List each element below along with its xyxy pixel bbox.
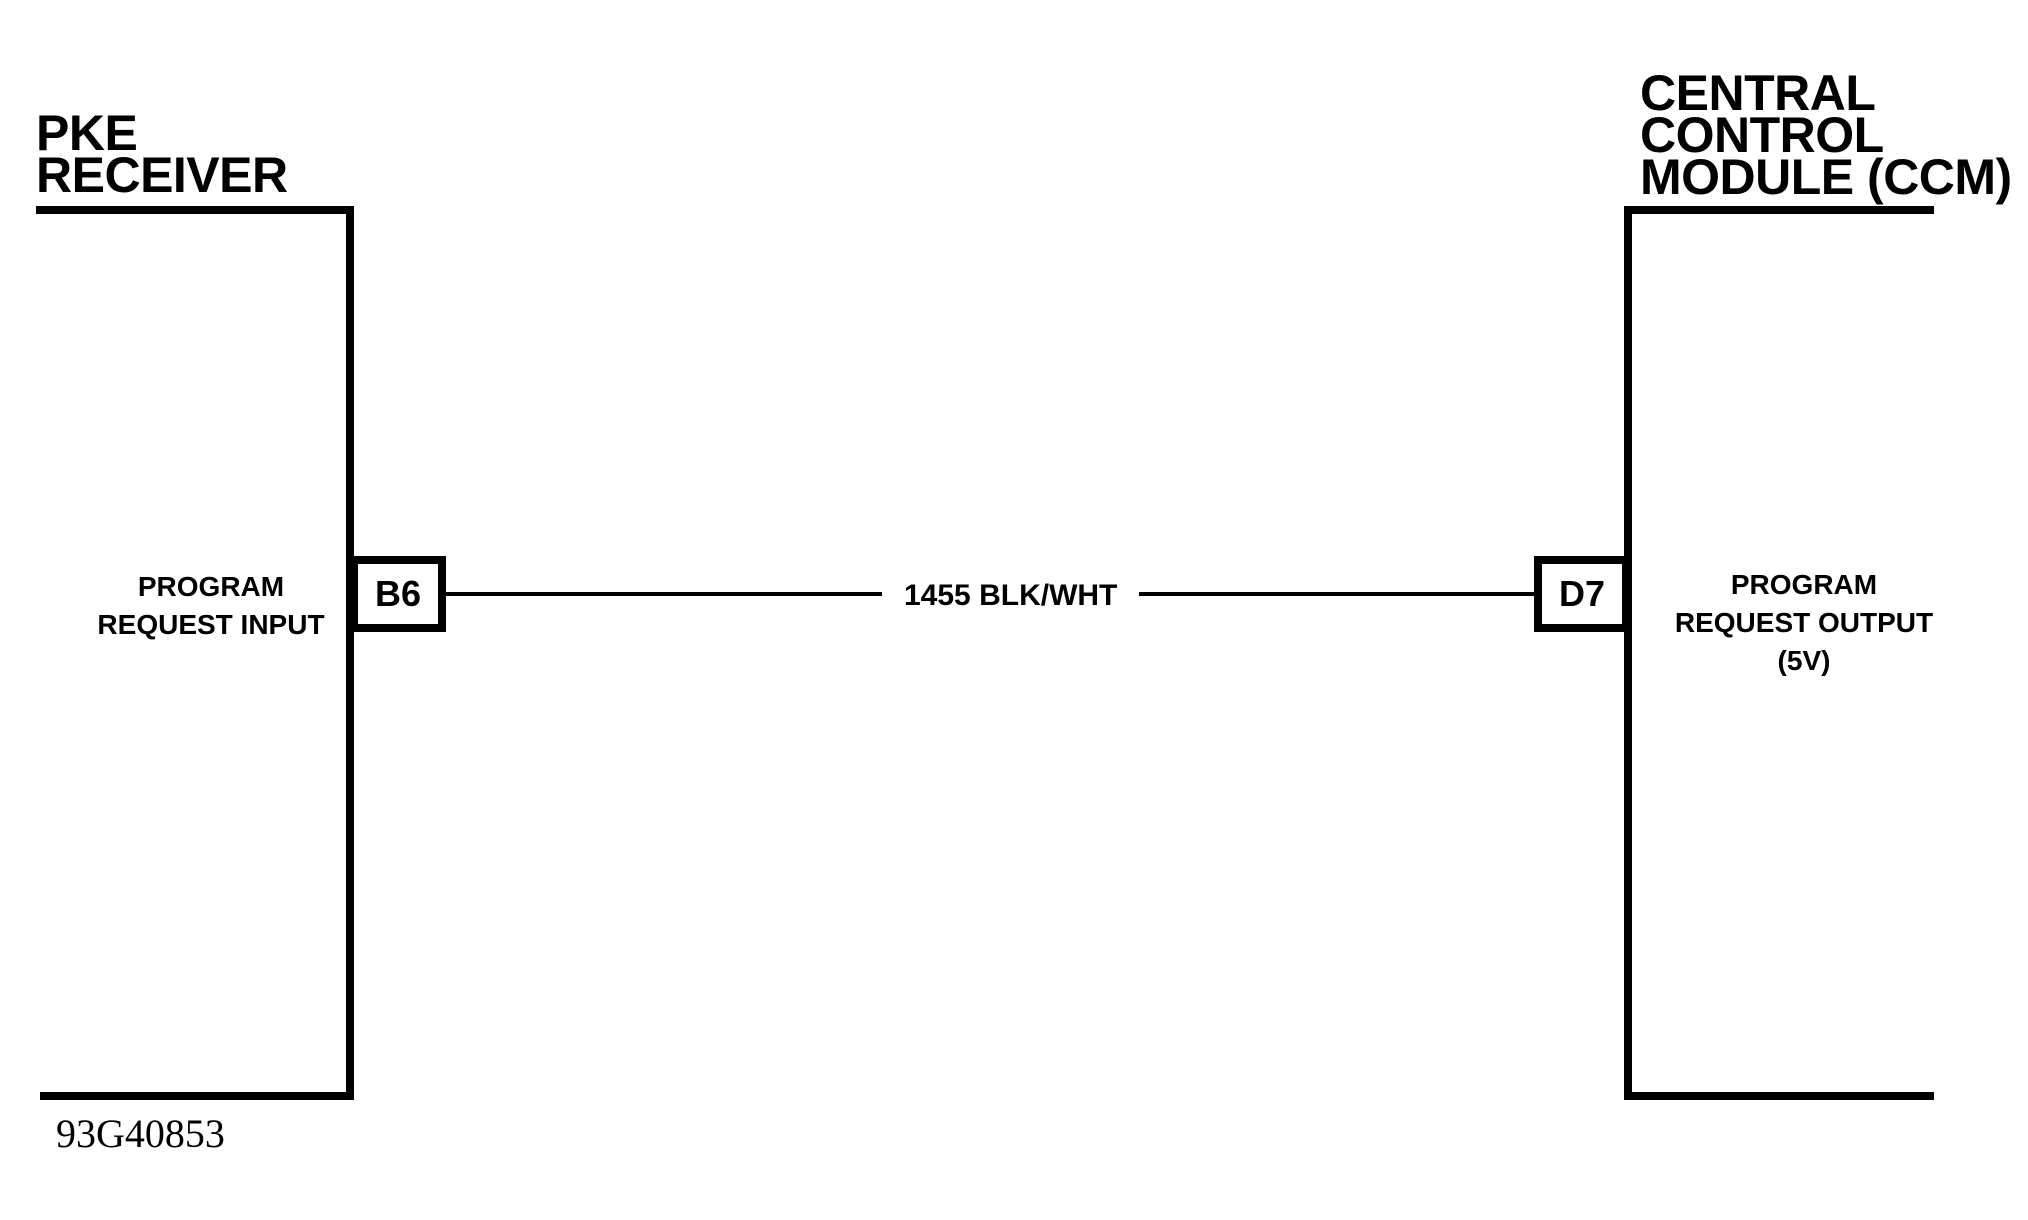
ccm-bottom-border: [1624, 1092, 1934, 1100]
pin-b6: B6: [350, 556, 446, 632]
program-request-input-label: PROGRAM REQUEST INPUT: [97, 571, 325, 640]
program-request-output-label: PROGRAM REQUEST OUTPUT (5V): [1674, 569, 1934, 676]
pin-d7: D7: [1534, 556, 1630, 632]
pke-receiver-bottom-border: [40, 1092, 354, 1100]
ccm-top-border: [1624, 206, 1934, 214]
wire-label: 1455 BLK/WHT: [882, 578, 1140, 614]
figure-id: 93G40853: [56, 1111, 225, 1156]
pke-receiver-right-border: [346, 206, 354, 1100]
ccm-title: CENTRAL CONTROL MODULE (CCM): [1640, 65, 2012, 205]
pke-receiver-top-border: [36, 206, 354, 214]
pke-receiver-title: PKE RECEIVER: [36, 105, 288, 203]
ccm-left-border: [1624, 206, 1632, 1100]
